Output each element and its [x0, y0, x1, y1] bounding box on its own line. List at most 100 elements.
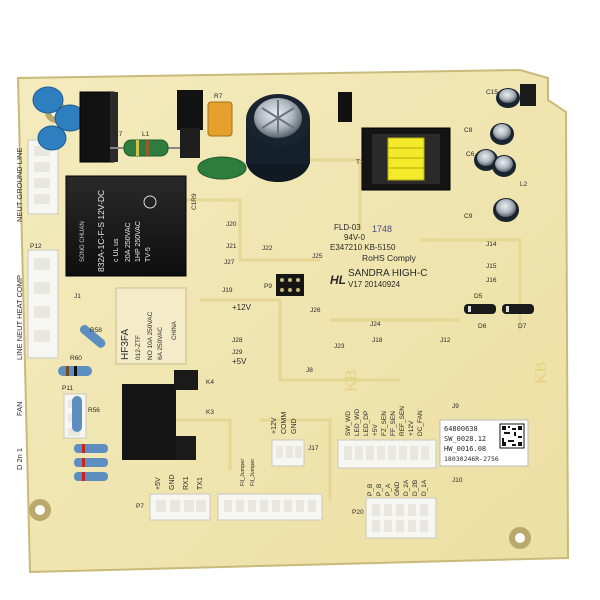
relay-small-model: HF3FA	[120, 329, 131, 360]
bottom-pin-5v: +5V	[155, 477, 162, 490]
damper-pin-label: P_B	[367, 484, 374, 496]
refdes-j12: J12	[440, 337, 451, 344]
refdes-j8: J8	[306, 367, 313, 374]
relay-small: HF3FA 012-ZTF NO 10A 250VAC 6A 250VAC CH…	[115, 287, 187, 365]
refdes-j29: J29	[232, 349, 243, 356]
refdes-j21: J21	[226, 243, 237, 250]
sensor-pin-label: LED_WD	[354, 409, 361, 436]
diodes	[464, 304, 534, 314]
sticker-line1: 64800638	[444, 425, 478, 433]
refdes-j28: J28	[232, 337, 243, 344]
relay-small-rating1: NO 10A 250VAC	[147, 311, 154, 360]
relay-small-code: 012-ZTF	[135, 335, 142, 360]
reference-designators: C7 R7 L1 C15 C8 C6 C9 T1 L2 P12 P11 P9 P…	[30, 89, 528, 516]
mid-pin-gnd: GND	[291, 418, 298, 434]
watermark-kb: KB	[343, 370, 360, 392]
refdes-t1: T1	[356, 159, 364, 166]
refdes-j9: J9	[452, 403, 459, 410]
refdes-j23: J23	[334, 343, 345, 350]
disc-capacitor-green	[197, 156, 247, 180]
refdes-k4: K4	[206, 379, 214, 386]
refdes-c1r9: C1R9	[191, 193, 198, 210]
refdes-p7: P7	[136, 503, 144, 510]
sticker-line2: SW_0028.12	[444, 435, 486, 443]
regulator	[520, 84, 536, 106]
refdes-j10: J10	[452, 477, 463, 484]
refdes-j1: J1	[74, 293, 81, 300]
refdes-c15: C15	[486, 89, 498, 96]
refdes-p12: P12	[30, 243, 42, 250]
choke-l1	[110, 139, 180, 157]
sensor-pin-label: +5V	[372, 424, 379, 436]
transformer-t1	[361, 127, 451, 191]
relay-large-line1: 832A-1C-F-S 12V-DC	[96, 190, 106, 272]
refdes-j15: J15	[486, 263, 497, 270]
marking-rohs: RoHS Comply	[362, 253, 417, 263]
refdes-r56: R56	[88, 407, 100, 414]
connector-jumper	[217, 493, 323, 521]
triac-top-left	[79, 91, 118, 163]
refdes-j25: J25	[312, 253, 323, 260]
refdes-r7: R7	[214, 93, 223, 100]
label-plus12v: +12V	[232, 303, 252, 312]
bottom-pin-tx1: TX1	[197, 477, 204, 490]
header-p9	[276, 274, 304, 296]
refdes-j18: J18	[372, 337, 383, 344]
connector-sensors	[337, 439, 437, 469]
refdes-r58: R58	[90, 327, 102, 334]
sticker-line4: 18030246R-2756	[444, 455, 499, 463]
left-label-bottom: D 2n 1	[15, 448, 24, 470]
triacs-bottom-left	[122, 370, 198, 460]
refdes-p20: P20	[352, 509, 364, 516]
triac-top-mid	[177, 90, 203, 158]
refdes-j16: J16	[486, 277, 497, 284]
damper-pin-label: D_1A	[421, 479, 428, 496]
sticker-line3: HW_0016.08	[444, 445, 486, 453]
sensor-pin-label: LED_DP	[363, 411, 370, 436]
left-label-fan: FAN	[15, 401, 24, 416]
marking-fld: FLD-03	[334, 223, 361, 232]
connector-load	[27, 249, 59, 359]
refdes-j26: J26	[310, 307, 321, 314]
refdes-c6: C6	[466, 151, 475, 158]
label-plus5v: +5V	[232, 357, 247, 366]
qr-code	[499, 423, 525, 449]
jumper-label-2: Fil_Jumper	[250, 459, 256, 486]
damper-pin-label: D_2A	[403, 479, 410, 496]
relay-large-ul: c UL us	[113, 238, 120, 262]
left-label-top: NEUT GROUND LINE	[15, 148, 24, 222]
marking-version: V17 20140924	[348, 280, 401, 289]
refdes-j20: J20	[226, 221, 237, 228]
refdes-j19: J19	[222, 287, 233, 294]
refdes-j22: J22	[262, 245, 273, 252]
film-capacitor	[207, 101, 233, 137]
damper-pin-label: D_2B	[412, 480, 419, 496]
relay-large-line3: 1HP 250VAC	[135, 221, 142, 262]
refdes-j17: J17	[308, 445, 319, 452]
relay-small-origin: CHINA	[172, 321, 178, 340]
damper-pin-label: P_B	[376, 484, 383, 496]
sensor-pin-label: SW_WD	[345, 411, 352, 436]
damper-pin-label: GND	[394, 481, 401, 496]
connector-comm	[271, 439, 305, 467]
refdes-k3: K3	[206, 409, 214, 416]
refdes-j14: J14	[486, 241, 497, 248]
resistors	[58, 324, 108, 481]
y-capacitors	[32, 86, 86, 151]
refdes-d6: D6	[478, 323, 487, 330]
refdes-d5: D5	[474, 293, 483, 300]
refdes-p11: P11	[62, 385, 73, 392]
relay-large-line4: TV-5	[145, 247, 152, 262]
marking-logo: HL	[330, 273, 346, 287]
sensor-pin-label: FZ_SEN	[381, 411, 388, 436]
mid-pin-12v: +12V	[271, 417, 278, 434]
relay-large-brand: SONG CHUAN	[80, 221, 86, 262]
electrolytic-capacitor-large	[246, 94, 310, 182]
marking-maker: SANDRA HIGH-C	[348, 268, 427, 279]
watermark-kb-2: KB	[533, 362, 550, 384]
bottom-pin-rx1: RX1	[183, 476, 190, 490]
sensor-pin-label: +12V	[408, 420, 415, 436]
damper-pin-label: P_A	[385, 483, 392, 496]
refdes-r60: R60	[70, 355, 82, 362]
